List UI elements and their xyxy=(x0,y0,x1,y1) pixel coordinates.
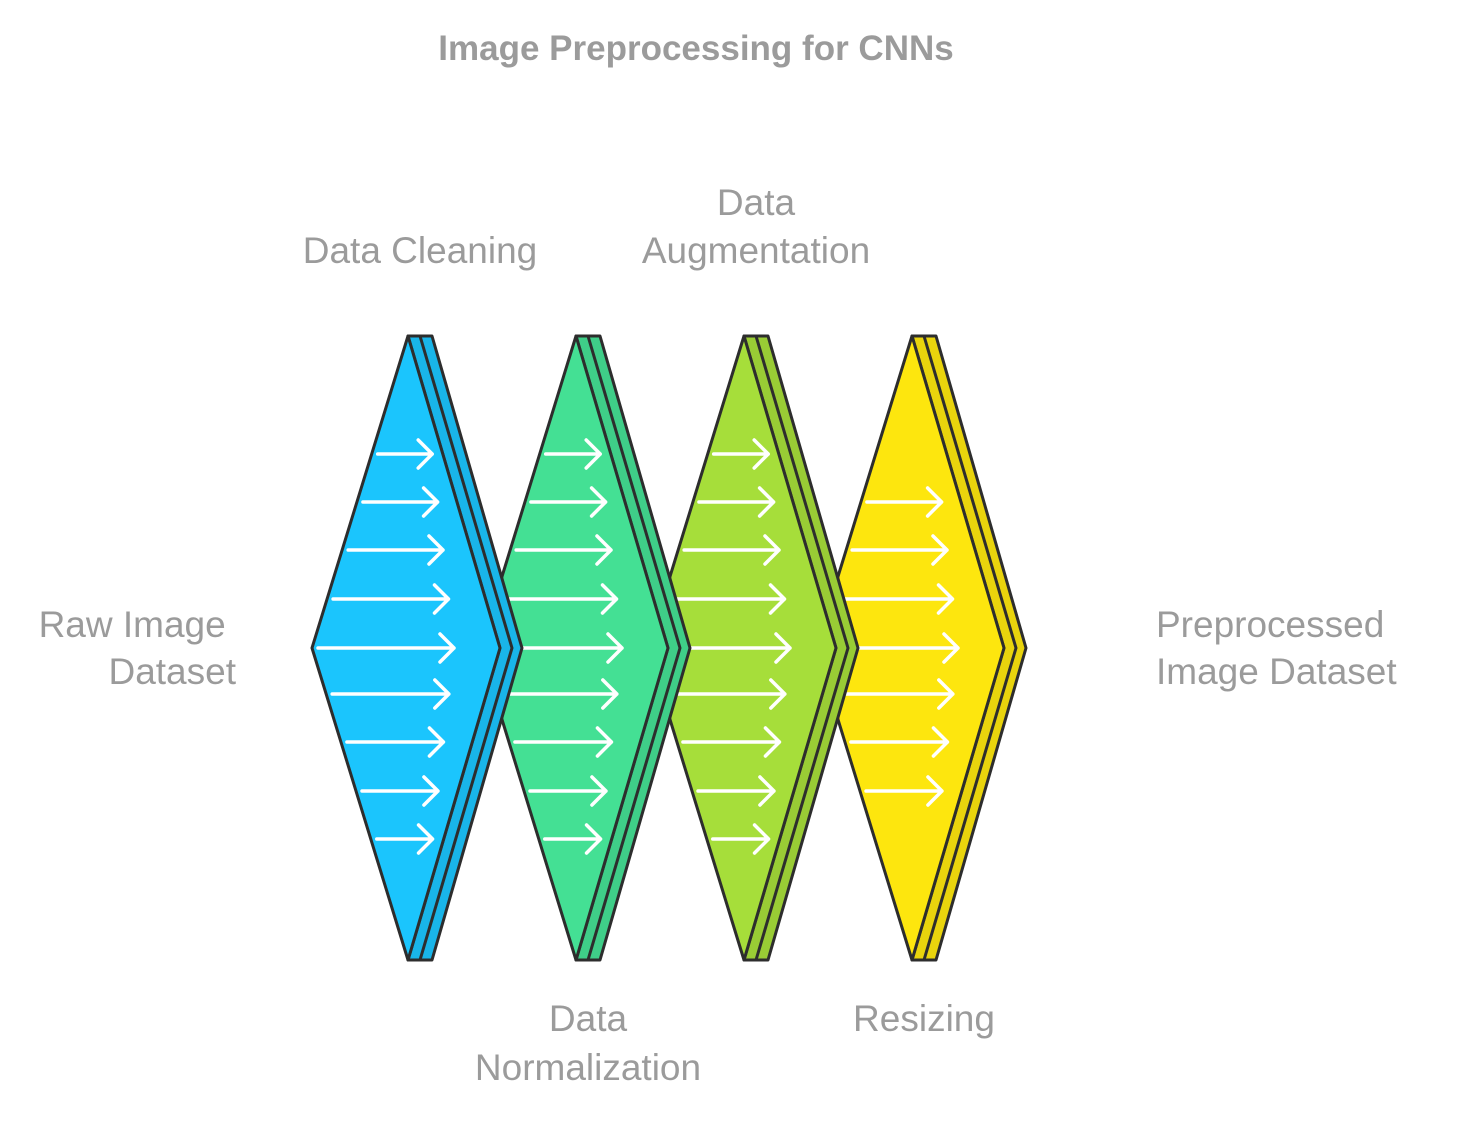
diagram-title: Image Preprocessing for CNNs xyxy=(438,29,953,68)
flow-arrow xyxy=(834,678,955,710)
stage-data-cleaning-ridge xyxy=(418,335,514,961)
flow-arrow xyxy=(681,726,782,758)
output-label: Preprocessed Image Dataset xyxy=(1156,604,1397,692)
stage-resizing-ridge xyxy=(922,335,1018,961)
output-label-line-2: Image Dataset xyxy=(1156,651,1397,692)
flow-arrow xyxy=(864,775,944,807)
flow-arrow xyxy=(498,678,619,710)
flow-arrow xyxy=(331,583,451,615)
flow-arrow xyxy=(865,486,944,518)
flow-arrow xyxy=(711,823,771,855)
flow-arrow xyxy=(330,678,451,710)
stage-label-line: Data Cleaning xyxy=(303,230,537,271)
flow-arrow xyxy=(529,486,608,518)
stage-chevrons xyxy=(310,334,1028,962)
flow-arrow xyxy=(360,775,440,807)
flow-arrow xyxy=(667,583,787,615)
stage-resizing xyxy=(814,334,1028,962)
stage-label-line: Augmentation xyxy=(642,230,870,271)
input-label-line-2: Dataset xyxy=(108,651,236,692)
flow-arrow xyxy=(850,534,949,566)
flow-arrow xyxy=(375,438,434,470)
flow-arrow xyxy=(346,534,445,566)
stage-data-normalization xyxy=(478,334,692,962)
stage-label-data-cleaning: Data Cleaning xyxy=(303,230,537,271)
input-label: Raw Image Dataset xyxy=(39,604,237,692)
flow-arrow xyxy=(499,583,619,615)
flow-arrow xyxy=(543,438,602,470)
flow-arrow xyxy=(316,632,456,664)
stage-data-augmentation xyxy=(646,334,860,962)
flow-arrow xyxy=(666,678,787,710)
stage-label-resizing: Resizing xyxy=(853,998,995,1039)
flow-arrow xyxy=(361,486,440,518)
input-label-line-1: Raw Image xyxy=(39,604,226,645)
flow-arrow xyxy=(849,726,950,758)
flow-arrow xyxy=(697,486,776,518)
stage-label-line: Resizing xyxy=(853,998,995,1039)
flow-arrow xyxy=(711,438,770,470)
stage-label-line: Normalization xyxy=(475,1047,701,1088)
stage-data-normalization-ridge xyxy=(586,335,682,961)
flow-arrow xyxy=(514,534,613,566)
stage-data-cleaning xyxy=(310,334,524,962)
stage-label-line: Data xyxy=(549,998,628,1039)
flow-arrow xyxy=(682,534,781,566)
stage-data-augmentation-ridge xyxy=(754,335,850,961)
flow-arrow xyxy=(528,775,608,807)
output-label-line-1: Preprocessed xyxy=(1156,604,1384,645)
flow-arrow xyxy=(835,583,955,615)
flow-arrow xyxy=(513,726,614,758)
flow-arrow xyxy=(543,823,603,855)
stage-label-line: Data xyxy=(717,182,796,223)
flow-arrow xyxy=(345,726,446,758)
flow-arrow xyxy=(375,823,435,855)
flow-arrow xyxy=(696,775,776,807)
